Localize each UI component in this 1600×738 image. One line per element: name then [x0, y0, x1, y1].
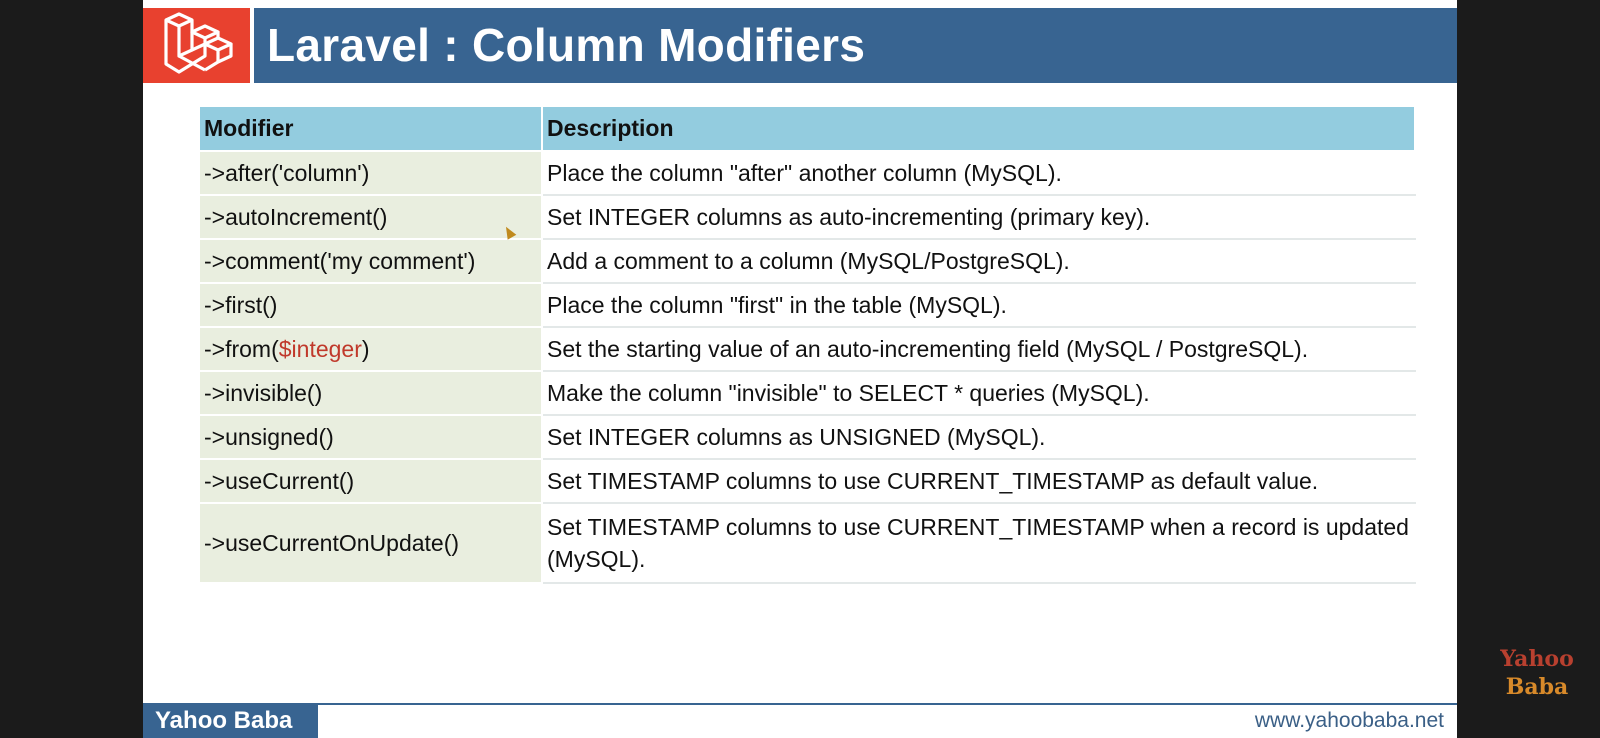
modifier-cell: ->autoIncrement() — [198, 194, 543, 240]
modifier-prefix: ->from( — [204, 335, 279, 362]
table-row: ->after('column') Place the column "afte… — [198, 150, 1416, 196]
modifier-cell: ->invisible() — [198, 370, 543, 416]
description-cell: Make the column "invisible" to SELECT * … — [541, 370, 1416, 416]
modifier-cell: ->useCurrentOnUpdate() — [198, 502, 543, 584]
footer-url: www.yahoobaba.net — [1254, 709, 1444, 732]
column-header-modifier: Modifier — [198, 105, 543, 152]
table-row: ->first() Place the column "first" in th… — [198, 282, 1416, 328]
modifiers-table: Modifier Description ->after('column') P… — [198, 105, 1416, 584]
description-cell: Set TIMESTAMP columns to use CURRENT_TIM… — [541, 502, 1416, 584]
title-bar: Laravel : Column Modifiers — [143, 8, 1457, 83]
footer-divider — [143, 703, 1457, 705]
modifier-cell: ->first() — [198, 282, 543, 328]
modifier-cell: ->useCurrent() — [198, 458, 543, 504]
logo-divider — [250, 8, 254, 83]
modifier-parameter: $integer — [278, 335, 362, 362]
description-cell: Set the starting value of an auto-increm… — [541, 326, 1416, 372]
table-row: ->useCurrentOnUpdate() Set TIMESTAMP col… — [198, 502, 1416, 584]
laravel-logo-icon-svg — [163, 11, 233, 74]
table-row: ->unsigned() Set INTEGER columns as UNSI… — [198, 414, 1416, 460]
channel-watermark: Yahoo Baba — [1497, 645, 1577, 701]
description-cell: Place the column "first" in the table (M… — [541, 282, 1416, 328]
description-cell: Place the column "after" another column … — [541, 150, 1416, 196]
slide: Laravel : Column Modifiers Modifier Desc… — [143, 0, 1457, 738]
table-row: ->autoIncrement() Set INTEGER columns as… — [198, 194, 1416, 240]
modifier-cell: ->after('column') — [198, 150, 543, 196]
footer-brand: Yahoo Baba — [143, 704, 318, 738]
description-cell: Set TIMESTAMP columns to use CURRENT_TIM… — [541, 458, 1416, 504]
slide-title: Laravel : Column Modifiers — [267, 19, 866, 71]
modifier-cell: ->from($integer) — [198, 326, 543, 372]
table-header-row: Modifier Description — [198, 105, 1416, 152]
table-row: ->invisible() Make the column "invisible… — [198, 370, 1416, 416]
watermark-line-1: Yahoo — [1500, 646, 1574, 672]
table-row: ->useCurrent() Set TIMESTAMP columns to … — [198, 458, 1416, 504]
watermark-line-2: Baba — [1505, 674, 1569, 700]
description-cell: Set INTEGER columns as UNSIGNED (MySQL). — [541, 414, 1416, 460]
modifier-suffix: ) — [361, 335, 370, 362]
description-cell: Add a comment to a column (MySQL/Postgre… — [541, 238, 1416, 284]
laravel-logo-icon — [143, 8, 250, 83]
description-cell: Set INTEGER columns as auto-incrementing… — [541, 194, 1416, 240]
modifier-cell: ->comment('my comment') — [198, 238, 543, 284]
modifier-cell: ->unsigned() — [198, 414, 543, 460]
table-row: ->comment('my comment') Add a comment to… — [198, 238, 1416, 284]
column-header-description: Description — [541, 105, 1416, 152]
table-row: ->from($integer) Set the starting value … — [198, 326, 1416, 372]
